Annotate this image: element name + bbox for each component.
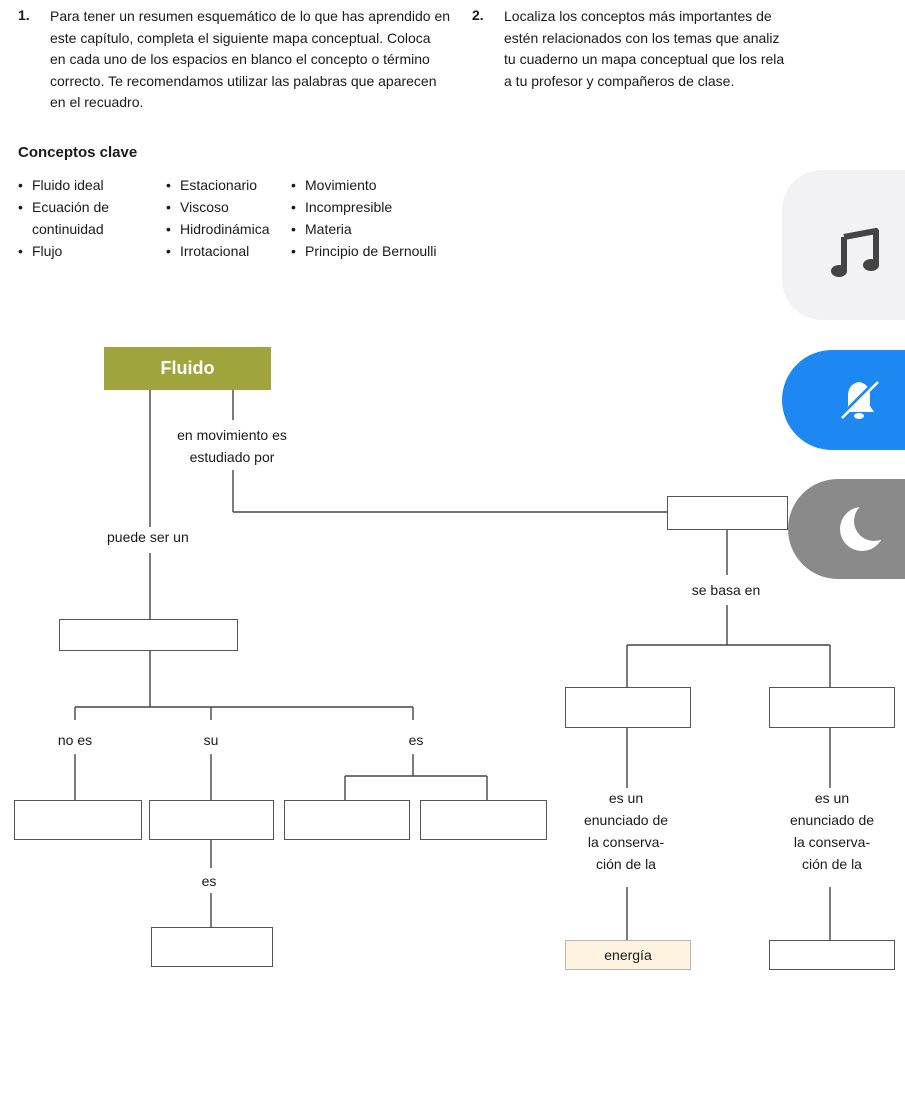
concept-item: •Materia [291,221,352,237]
concept-item: •Movimiento [291,177,377,193]
link-label-su: su [203,732,219,748]
exercise-2-line: a tu profesor y compañeros de clase. [504,72,735,89]
concept-item: continuidad [32,221,104,237]
exercise-2-number: 2. [472,7,484,23]
blank-box-basis-right[interactable] [769,687,895,728]
music-control[interactable] [782,170,905,320]
link-label-en-movimiento: en movimiento es [177,427,287,443]
concept-item: •Incompresible [291,199,393,215]
exercise-2-line: Localiza los conceptos más importantes d… [504,8,772,24]
exercise-1-line: correcto. Te recomendamos utilizar las p… [50,72,437,89]
link-label-es: es [408,732,424,748]
exercise-1-line: este capítulo, completa el siguiente map… [50,29,431,46]
exercise-1-number: 1. [18,7,30,23]
root-concept-fluido: Fluido [104,347,271,390]
blank-box-puede-ser-un[interactable] [59,619,238,651]
link-label-no-es: no es [57,732,93,748]
concept-item: •Principio de Bernoulli [291,243,437,259]
exercise-2-line: tu cuaderno un mapa conceptual que los r… [504,51,785,67]
exercise-2-line: estén relacionados con los temas que ana… [504,29,780,46]
blank-box-estudiado-por[interactable] [667,496,788,530]
statement-right-line: la conserva- [793,834,871,850]
blank-box-no-es[interactable] [14,800,142,840]
link-label-es-below: es [201,873,217,889]
blank-box-basis-left[interactable] [565,687,691,728]
link-label-puede-ser-un: puede ser un [107,529,189,545]
statement-left-line: ción de la [596,856,656,872]
blank-box-es-below[interactable] [151,927,273,967]
statement-left-line: es un [608,790,644,806]
concept-energia: energía [565,940,691,970]
exercise-1-line: Para tener un resumen esquemático de lo … [50,8,451,24]
link-label-se-basa-en: se basa en [691,582,761,598]
concepts-heading: Conceptos clave [18,144,138,161]
blank-box-su[interactable] [149,800,274,840]
exercise-1-line: en el recuadro. [50,94,144,110]
blank-box-es-left[interactable] [284,800,410,840]
concept-item: •Ecuación de [18,199,110,215]
blank-box-es-right[interactable] [420,800,547,840]
mute-control[interactable] [782,350,905,450]
link-label-estudiado-por: estudiado por [189,449,275,465]
blank-box-conservation-right[interactable] [769,940,895,970]
concept-item: •Irrotacional [166,243,250,259]
statement-left-line: la conserva- [587,834,665,850]
statement-right-line: ción de la [802,856,862,872]
concept-item: •Hidrodinámica [166,221,270,237]
statement-right-line: es un [814,790,850,806]
do-not-disturb-control[interactable] [788,479,905,579]
concept-item: •Viscoso [166,199,229,215]
music-note-icon [831,228,879,277]
concept-item: •Flujo [18,243,63,259]
mute-bell-icon [838,378,880,420]
exercise-1-line: en cada uno de los espacios en blanco el… [50,51,430,67]
statement-right-line: enunciado de [789,812,875,828]
concept-item: •Fluido ideal [18,177,104,193]
statement-left-line: enunciado de [583,812,669,828]
concept-item: •Estacionario [166,177,258,193]
moon-icon [840,501,890,551]
